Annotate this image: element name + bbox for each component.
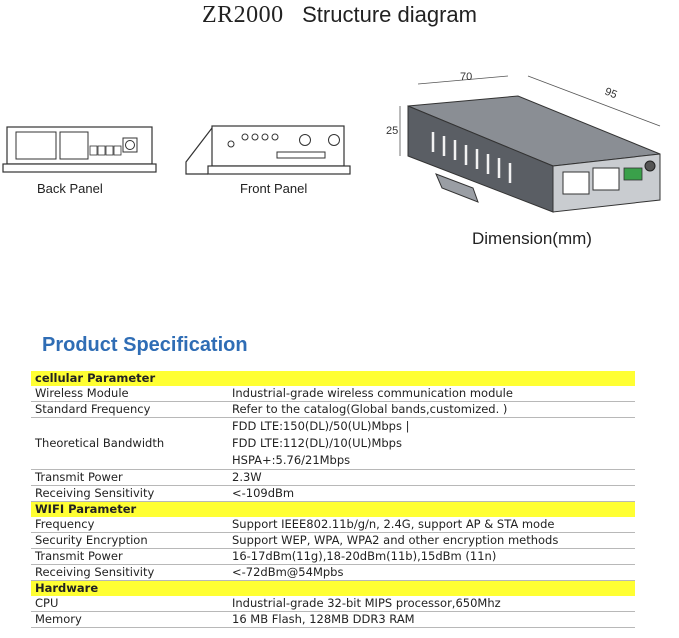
diagram-subtitle: Structure diagram: [302, 2, 477, 27]
spec-key: Security Encryption: [31, 532, 228, 549]
front-panel-drawing: [185, 125, 351, 175]
spec-value: FDD LTE:150(DL)/50(UL)Mbps | FDD LTE:112(…: [228, 417, 635, 470]
spec-key: Frequency: [31, 517, 228, 533]
page-title: ZR2000 Structure diagram: [0, 2, 679, 29]
spec-value: Industrial-grade wireless communication …: [228, 386, 635, 402]
dimension-drawing: 70 95 25: [386, 71, 661, 213]
spec-key: Transmit Power: [31, 469, 228, 486]
section-title: Hardware: [31, 580, 635, 596]
height-label: 25: [386, 125, 398, 137]
spec-row: Receiving Sensitivity<-109dBm: [31, 485, 635, 502]
spec-heading: Product Specification: [42, 334, 248, 356]
spec-value: 16 MB Flash, 128MB DDR3 RAM: [228, 611, 635, 628]
spec-key: Theoretical Bandwidth: [31, 417, 228, 470]
spec-section-header: WIFI Parameter: [31, 501, 635, 517]
spec-key: CPU: [31, 596, 228, 612]
spec-key: Standard Frequency: [31, 401, 228, 418]
front-panel-caption: Front Panel: [240, 181, 308, 196]
spec-key: Transmit Power: [31, 548, 228, 565]
depth-label: 95: [603, 86, 619, 102]
spec-value-line: FDD LTE:112(DL)/10(UL)Mbps: [232, 436, 402, 450]
spec-key: Memory: [31, 611, 228, 628]
spec-key: Receiving Sensitivity: [31, 485, 228, 502]
spec-value: Industrial-grade 32-bit MIPS processor,6…: [228, 596, 635, 612]
spec-row: Receiving Sensitivity<-72dBm@54Mpbs: [31, 564, 635, 581]
spec-value: <-109dBm: [228, 485, 635, 502]
spec-value: 16-17dBm(11g),18-20dBm(11b),15dBm (11n): [228, 548, 635, 565]
section-title: cellular Parameter: [31, 371, 635, 386]
spec-section-header: Hardware: [31, 580, 635, 596]
back-panel-caption: Back Panel: [37, 181, 103, 196]
spec-key: Wireless Module: [31, 386, 228, 402]
spec-section-header: cellular Parameter: [31, 371, 635, 386]
spec-value: Support IEEE802.11b/g/n, 2.4G, support A…: [228, 517, 635, 533]
spec-value: <-72dBm@54Mpbs: [228, 564, 635, 581]
spec-value: Support WEP, WPA, WPA2 and other encrypt…: [228, 532, 635, 549]
back-panel-drawing: [2, 126, 157, 173]
spec-value-line: HSPA+:5.76/21Mbps: [232, 453, 351, 467]
spec-value: 2.3W: [228, 469, 635, 486]
spec-value: Refer to the catalog(Global bands,custom…: [228, 401, 635, 418]
spec-key: Receiving Sensitivity: [31, 564, 228, 581]
model-name: ZR2000: [202, 2, 284, 28]
spec-value-line: FDD LTE:150(DL)/50(UL)Mbps |: [232, 419, 410, 433]
section-title: WIFI Parameter: [31, 501, 635, 517]
dimension-caption: Dimension(mm): [472, 229, 592, 248]
width-label: 70: [460, 71, 472, 83]
